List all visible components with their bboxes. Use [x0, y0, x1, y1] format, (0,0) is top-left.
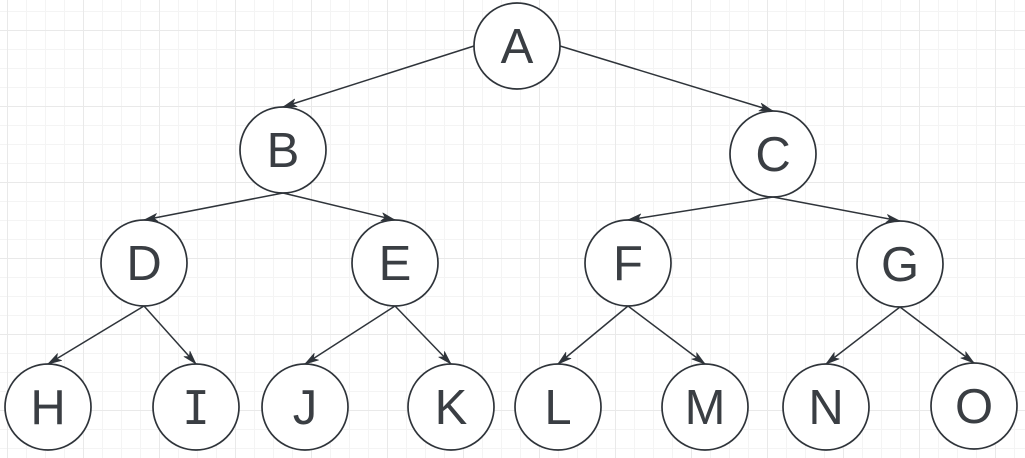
edge-E-K[interactable] [394, 305, 452, 365]
node-D[interactable]: D [100, 219, 188, 307]
node-label: I [182, 381, 210, 435]
node-E[interactable]: E [351, 219, 439, 307]
node-circle [584, 219, 672, 307]
node-circle [4, 363, 92, 451]
edge-C-F[interactable] [627, 196, 774, 223]
node-circle [514, 363, 602, 451]
node-label: D [126, 237, 161, 291]
node-label: K [435, 381, 468, 435]
node-F[interactable]: F [584, 219, 672, 307]
edge-C-G[interactable] [772, 196, 901, 223]
node-circle [856, 220, 944, 308]
node-circle [261, 363, 349, 451]
node-label: B [267, 124, 300, 178]
node-G[interactable]: G [856, 220, 944, 308]
node-circle [407, 363, 495, 451]
edge-D-H[interactable] [47, 305, 145, 365]
node-label: G [881, 238, 919, 292]
node-J[interactable]: J [261, 363, 349, 451]
edge-E-J[interactable] [304, 305, 396, 365]
node-I[interactable]: I [152, 363, 240, 451]
node-layer: A B C D E F G H I J K L M N O [4, 2, 1018, 451]
node-label: M [685, 381, 726, 435]
node-circle [729, 110, 817, 198]
node-L[interactable]: L [514, 363, 602, 451]
node-circle [661, 363, 749, 451]
node-O[interactable]: O [930, 362, 1018, 450]
node-circle [152, 363, 240, 451]
edge-F-M[interactable] [627, 305, 706, 365]
edge-D-I[interactable] [143, 305, 197, 365]
node-circle [100, 219, 188, 307]
edge-G-O[interactable] [899, 306, 975, 364]
node-A[interactable]: A [473, 2, 561, 90]
node-label: O [955, 380, 993, 434]
node-label: N [808, 381, 843, 435]
node-label: F [613, 237, 643, 291]
node-label: H [30, 381, 65, 435]
node-circle [239, 106, 327, 194]
node-circle [782, 363, 870, 451]
node-circle [930, 362, 1018, 450]
node-H[interactable]: H [4, 363, 92, 451]
node-C[interactable]: C [729, 110, 817, 198]
edge-layer [47, 45, 975, 365]
edge-G-N[interactable] [825, 306, 901, 365]
edge-F-L[interactable] [557, 305, 629, 365]
edge-B-D[interactable] [143, 192, 284, 222]
node-M[interactable]: M [661, 363, 749, 451]
node-label: A [501, 20, 534, 74]
node-label: J [293, 381, 318, 435]
edge-A-B[interactable] [282, 45, 475, 108]
node-K[interactable]: K [407, 363, 495, 451]
node-label: E [379, 237, 412, 291]
edge-B-E[interactable] [282, 192, 396, 222]
node-label: L [544, 381, 571, 435]
node-label: C [755, 128, 790, 182]
node-N[interactable]: N [782, 363, 870, 451]
node-circle [473, 2, 561, 90]
edge-A-C[interactable] [559, 45, 774, 112]
node-B[interactable]: B [239, 106, 327, 194]
node-circle [351, 219, 439, 307]
